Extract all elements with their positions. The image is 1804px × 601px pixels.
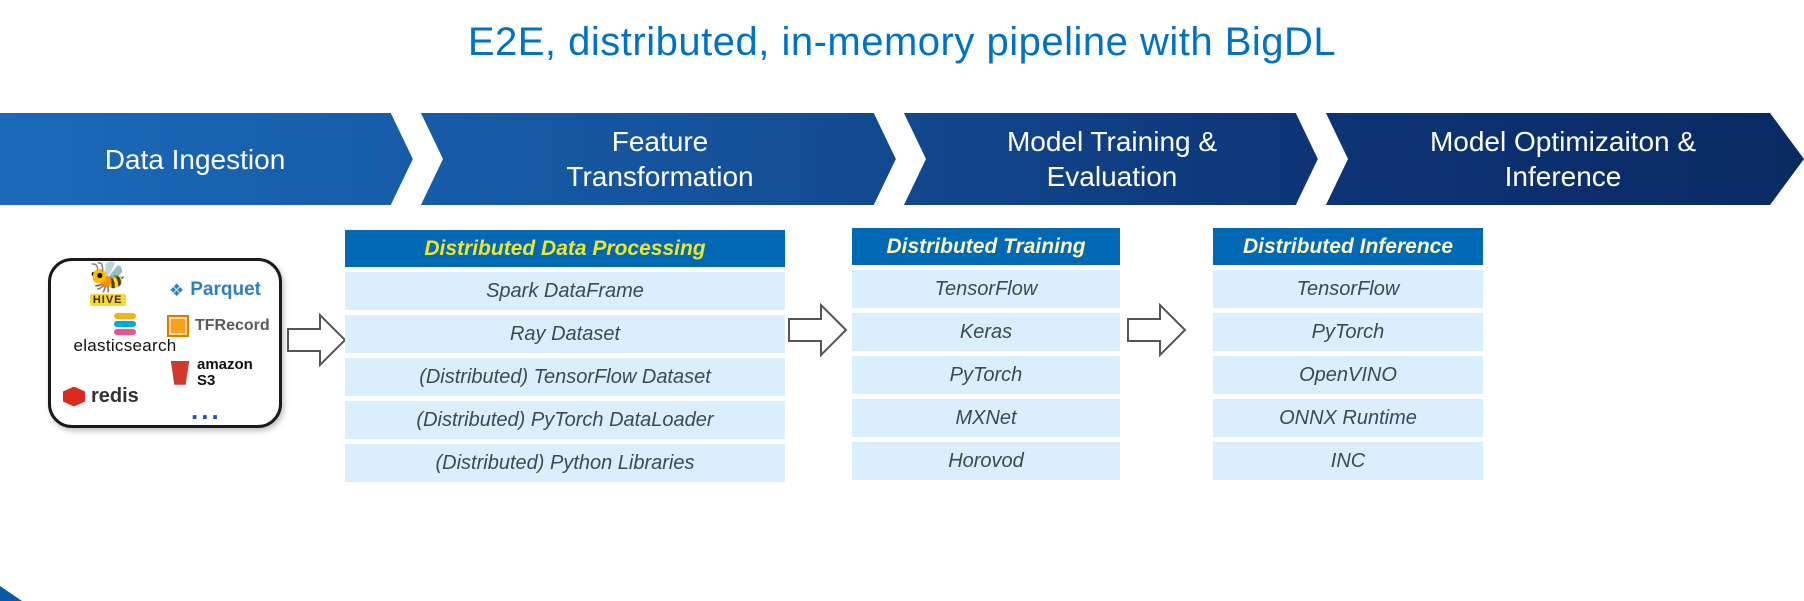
more-sources-ellipsis: ... (191, 395, 222, 425)
table-row: MXNet (852, 399, 1120, 437)
flow-arrow-icon (788, 302, 848, 358)
table-row: (Distributed) PyTorch DataLoader (345, 401, 785, 439)
redis-cube-icon (63, 386, 85, 407)
table-header: Distributed Inference (1213, 228, 1483, 265)
elasticsearch-icon (114, 313, 136, 335)
table-row: Spark DataFrame (345, 272, 785, 310)
hive-logo: 🐝 HIVE (89, 263, 126, 306)
table-row: OpenVINO (1213, 356, 1483, 394)
table-row: Ray Dataset (345, 315, 785, 353)
table-row: TensorFlow (1213, 270, 1483, 308)
flow-arrow-icon (287, 312, 347, 368)
table-header: Distributed Training (852, 228, 1120, 265)
stage-feature-transformation: Feature Transformation (566, 126, 754, 192)
tfrecord-label: TFRecord (195, 317, 270, 334)
tfrecord-logo: TFRecord (167, 315, 270, 337)
parquet-label: Parquet (190, 279, 261, 300)
stage-model-training-evaluation: Model Training & Evaluation (1006, 126, 1218, 192)
s3-label: S3 (197, 371, 216, 389)
table-row: (Distributed) Python Libraries (345, 444, 785, 482)
data-processing-table: Distributed Data Processing Spark DataFr… (345, 230, 785, 482)
table-row: PyTorch (852, 356, 1120, 394)
elasticsearch-label: elasticsearch (73, 336, 177, 355)
hive-label: HIVE (89, 294, 126, 306)
redis-label: redis (91, 385, 139, 407)
table-row: PyTorch (1213, 313, 1483, 351)
parquet-icon: ❖ (169, 280, 185, 300)
flow-arrow-icon (1127, 302, 1187, 358)
hive-bee-icon: 🐝 (89, 261, 127, 294)
slide-corner-decoration (0, 586, 22, 601)
stage-model-optimization-inference: Model Optimizaiton & Inference (1429, 126, 1697, 192)
amazon-label: amazon (197, 356, 253, 373)
table-row: Keras (852, 313, 1120, 351)
tfrecord-box-icon (167, 315, 189, 337)
table-row: ONNX Runtime (1213, 399, 1483, 437)
table-row: (Distributed) TensorFlow Dataset (345, 358, 785, 396)
elasticsearch-logo: elasticsearch (55, 313, 195, 356)
redis-logo: redis (63, 385, 139, 408)
page-title: E2E, distributed, in-memory pipeline wit… (467, 20, 1337, 64)
parquet-logo: ❖ Parquet (169, 279, 261, 301)
table-row: TensorFlow (852, 270, 1120, 308)
data-sources-box: 🐝 HIVE ❖ Parquet elasticsearch TFRecord … (48, 258, 282, 428)
table-row: Horovod (852, 442, 1120, 480)
amazon-s3-logo: amazon S3 (169, 357, 253, 389)
table-row: INC (1213, 442, 1483, 480)
stage-data-ingestion: Data Ingestion (104, 143, 286, 175)
training-table: Distributed Training TensorFlow Keras Py… (852, 228, 1120, 480)
s3-bucket-icon (170, 360, 190, 385)
table-header: Distributed Data Processing (345, 230, 785, 267)
inference-table: Distributed Inference TensorFlow PyTorch… (1213, 228, 1483, 480)
